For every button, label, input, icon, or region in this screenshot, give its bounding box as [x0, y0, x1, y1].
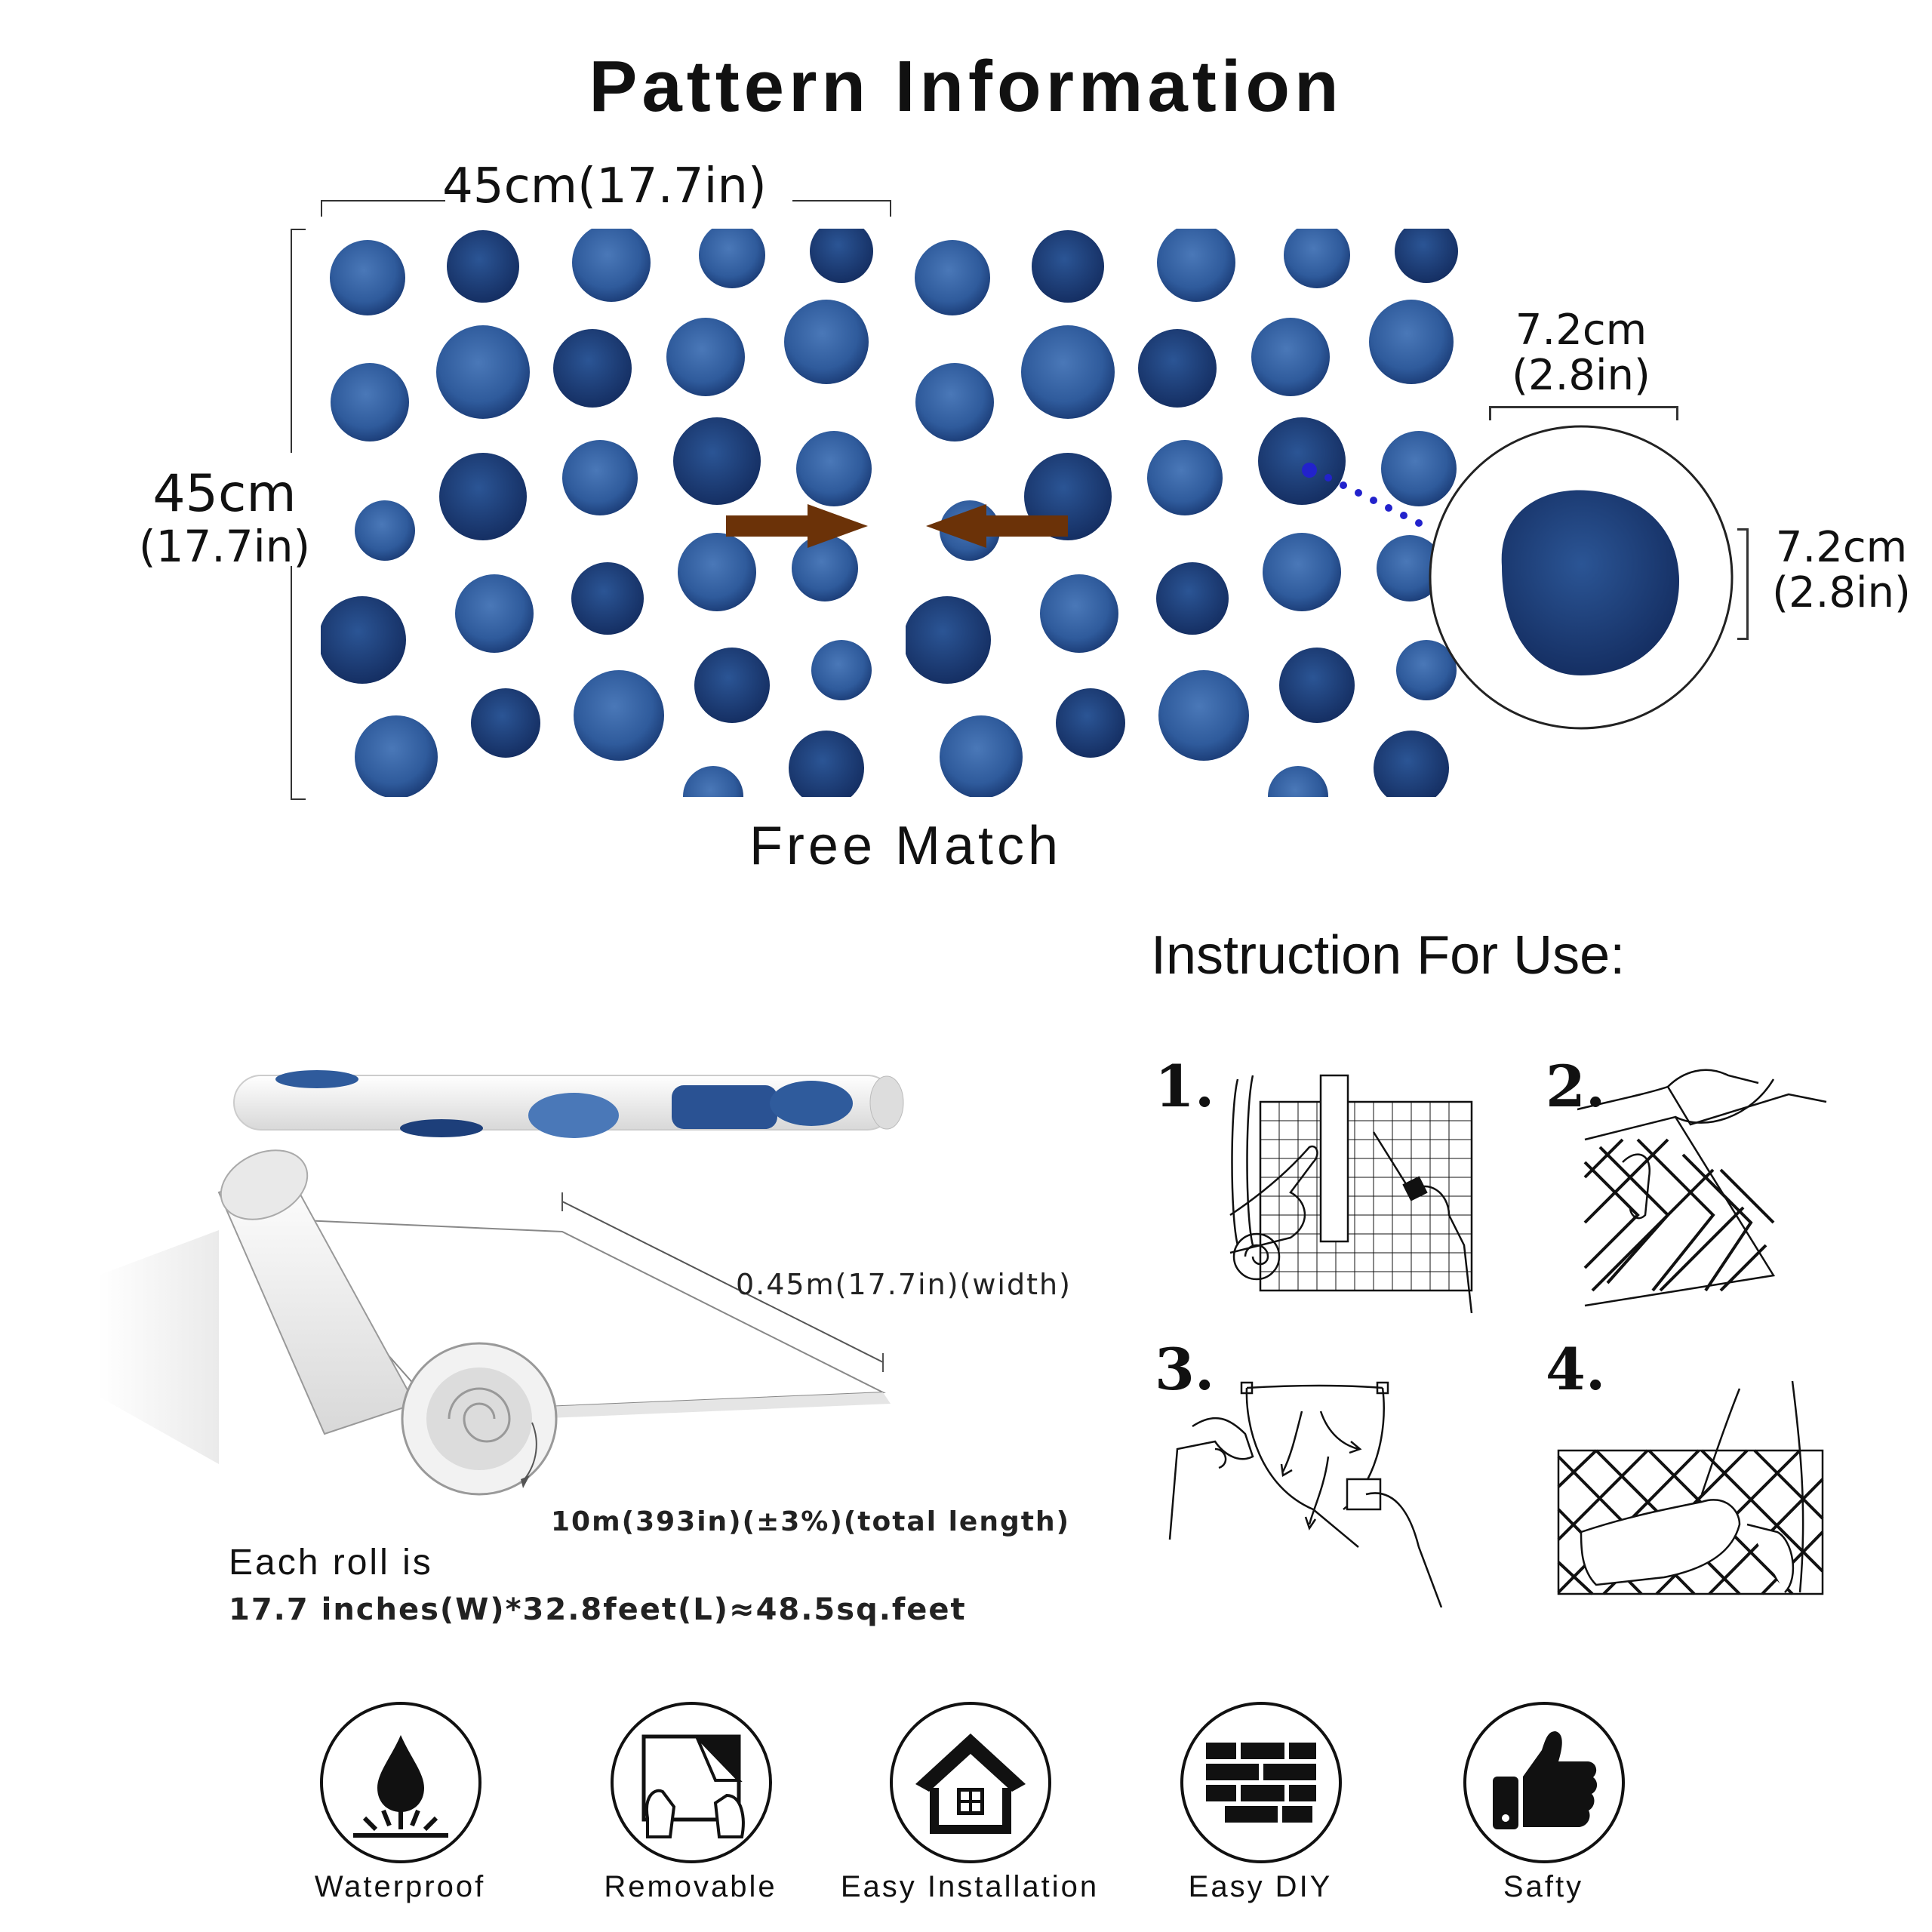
rolled-tube [233, 1070, 904, 1138]
brick-wall-icon [1180, 1702, 1342, 1863]
height-label-in: (17.7in) [138, 521, 311, 572]
feature-label-easy-installation: Easy Installation [840, 1870, 1100, 1903]
pointer-dots [1302, 463, 1423, 527]
peel-backing-icon [1577, 1069, 1827, 1307]
dot-width-in: (2.8in) [1512, 351, 1651, 400]
house-icon [890, 1702, 1051, 1863]
roll-width-label: 0.45m(17.7in)(width) [736, 1268, 1072, 1301]
apply-smooth-icon [1168, 1381, 1443, 1607]
instruction-title: Instruction For Use: [1151, 925, 1626, 986]
press-finish-icon [1557, 1381, 1824, 1595]
peel-hands-icon [611, 1702, 772, 1863]
dot-height-cm: 7.2cm [1775, 523, 1908, 572]
feature-label-removable: Removable [604, 1870, 777, 1903]
feature-safty: Safty [1407, 1702, 1679, 1903]
cut-wallpaper-icon [1229, 1074, 1473, 1313]
feature-easy-installation: Easy Installation [834, 1702, 1106, 1903]
dot-height-brace [1737, 528, 1749, 640]
feature-label-waterproof: Waterproof [314, 1870, 486, 1903]
feature-label-easy-diy: Easy DIY [1188, 1870, 1333, 1903]
roll-illustration [98, 1070, 904, 1496]
feature-easy-diy: Easy DIY [1124, 1702, 1396, 1903]
pattern-panel-right [906, 229, 1473, 797]
dot-width-cm: 7.2cm [1515, 306, 1647, 355]
dot-group [321, 229, 873, 797]
step-2-number: 2. [1546, 1053, 1606, 1120]
arrow-right-icon [726, 504, 868, 548]
height-label-cm: 45cm [152, 464, 297, 524]
free-match-label: Free Match [749, 816, 1063, 876]
width-label-display: 45cm(17.7in) [442, 158, 767, 214]
page-title: Pattern Information [589, 46, 1343, 127]
step-3-number: 3. [1155, 1336, 1215, 1403]
roll-area-label: 17.7 inches(W)*32.8feet(L)≈48.5sq.feet [229, 1592, 967, 1627]
feature-removable: Removable [555, 1702, 826, 1903]
step-4-number: 4. [1546, 1336, 1606, 1403]
roll-length-label: 10m(393in)(±3%)(total length) [551, 1506, 1071, 1537]
thumbs-up-icon [1463, 1702, 1625, 1863]
arrow-left-icon [926, 504, 1068, 548]
pattern-panel-left [321, 229, 888, 797]
magnified-dot [1429, 425, 1734, 730]
step-1-number: 1. [1155, 1053, 1215, 1120]
dot-width-brace [1489, 406, 1678, 420]
each-roll-label: Each roll is [229, 1543, 433, 1583]
feature-waterproof: Waterproof [264, 1702, 536, 1903]
feature-label-safty: Safty [1503, 1870, 1584, 1903]
water-drop-icon [320, 1702, 481, 1863]
dot-height-in: (2.8in) [1772, 568, 1911, 617]
